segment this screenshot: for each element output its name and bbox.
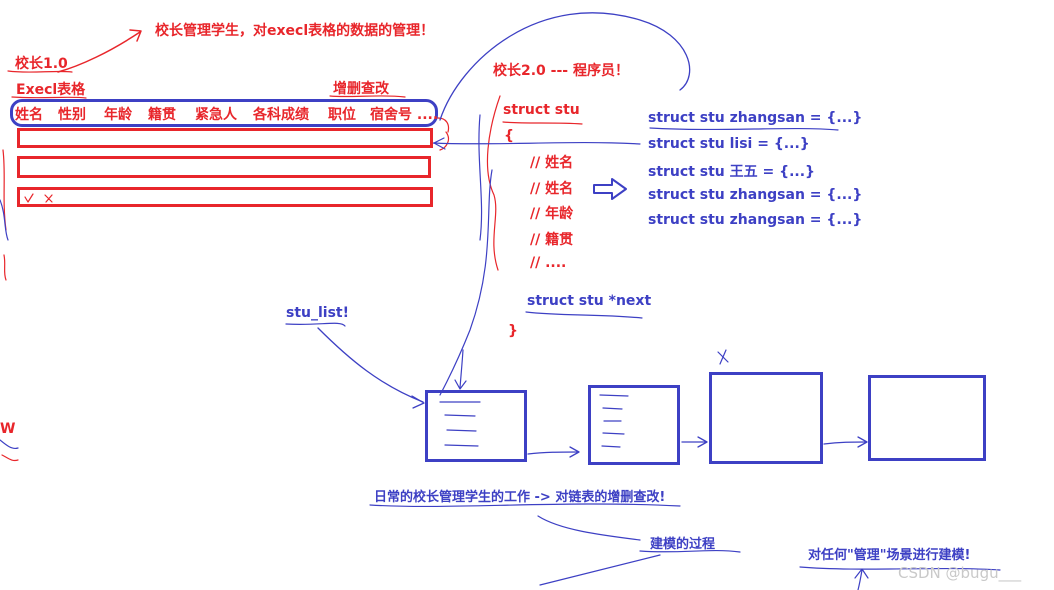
list-node bbox=[588, 385, 680, 465]
table-row bbox=[17, 187, 433, 207]
blue-loop-arrow bbox=[439, 12, 691, 121]
struct-instance: struct stu zhangsan = {...} bbox=[648, 110, 863, 126]
field-comment: // 姓名 bbox=[530, 181, 574, 197]
version-underline bbox=[7, 70, 73, 73]
table-row bbox=[17, 128, 433, 148]
link-arrow-3 bbox=[823, 441, 867, 445]
col-gender: 性别 bbox=[58, 107, 86, 123]
hollow-right-arrow bbox=[593, 178, 627, 200]
next-pointer-field: struct stu *next bbox=[527, 293, 652, 309]
field-comment: // 籍贯 bbox=[530, 232, 574, 248]
red-arrow-to-note bbox=[57, 31, 141, 73]
list-node bbox=[425, 390, 527, 462]
col-position: 职位 bbox=[328, 107, 356, 123]
sheet-label: Execl表格 bbox=[16, 82, 86, 98]
struct-head: struct stu bbox=[503, 102, 580, 118]
col-native: 籍贯 bbox=[148, 107, 176, 123]
col-name: 姓名 bbox=[15, 107, 43, 123]
struct-bracket bbox=[486, 95, 501, 271]
sheet-underline bbox=[11, 96, 87, 99]
any-management-caption: 对任何"管理"场景进行建模! bbox=[808, 548, 971, 563]
csdn-watermark: CSDN @bugu___ bbox=[898, 564, 1022, 582]
list-node bbox=[709, 372, 823, 464]
crud-underline bbox=[329, 95, 406, 98]
field-comment: // 姓名 bbox=[530, 155, 574, 171]
col-dorm: 宿舍号 .... bbox=[370, 107, 439, 123]
top-note: 校长管理学生，对execl表格的数据的管理！ bbox=[155, 23, 435, 39]
field-comment: // 年龄 bbox=[530, 206, 574, 222]
struct-instance: struct stu 王五 = {...} bbox=[648, 164, 815, 180]
modeling-caption: 建模的过程 bbox=[650, 537, 716, 552]
list-node bbox=[868, 375, 986, 461]
partial-edge-text: W bbox=[0, 421, 16, 437]
field-comment: // .... bbox=[530, 255, 567, 271]
col-emergency: 紧急人 bbox=[195, 107, 237, 123]
daily-work-caption: 日常的校长管理学生的工作 -> 对链表的增删查改! bbox=[374, 490, 666, 505]
version-2-label: 校长2.0 --- 程序员！ bbox=[493, 63, 629, 79]
stu-list-label: stu_list! bbox=[286, 305, 349, 321]
struct-instance: struct stu zhangsan = {...} bbox=[648, 212, 863, 228]
col-age: 年龄 bbox=[104, 107, 132, 123]
table-header bbox=[10, 99, 438, 127]
struct-instance: struct stu zhangsan = {...} bbox=[648, 187, 863, 203]
open-brace: { bbox=[504, 128, 514, 144]
crud-label: 增删查改 bbox=[333, 81, 389, 97]
col-scores: 各科成绩 bbox=[253, 107, 309, 123]
struct-instance: struct stu lisi = {...} bbox=[648, 136, 810, 152]
table-row bbox=[17, 156, 431, 178]
link-arrow-1 bbox=[527, 451, 579, 455]
close-brace: } bbox=[508, 323, 518, 339]
stu-list-arrow bbox=[317, 327, 424, 403]
version-1-label: 校长1.0 bbox=[15, 56, 68, 72]
